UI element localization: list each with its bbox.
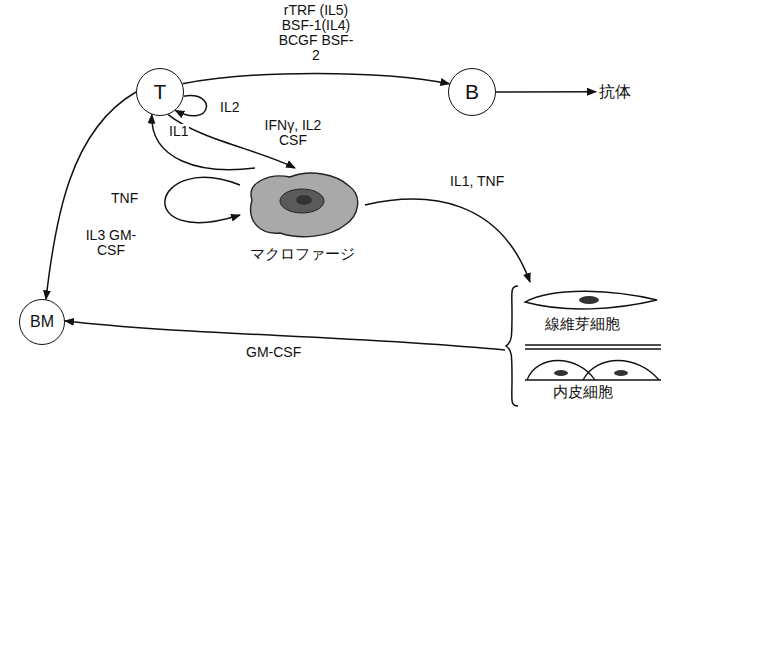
- connector-arrow: [183, 73, 450, 83]
- cytokine-label: IL2: [219, 100, 240, 115]
- fibroblast-nucleus: [579, 296, 599, 304]
- connector-arrow: [496, 91, 596, 93]
- macrophage-nucleolus: [296, 195, 312, 205]
- vessel-wall: [525, 348, 661, 349]
- connector-arrow: [365, 199, 530, 282]
- endothelial-cell: [583, 361, 659, 381]
- circle-label: T: [154, 80, 167, 103]
- endothelial-nucleus: [554, 370, 568, 376]
- circle-label: B: [465, 80, 479, 103]
- cytokine-label: TNF: [110, 191, 139, 206]
- brace: [506, 286, 518, 406]
- antibody-label: 抗体: [599, 83, 631, 101]
- cell-label: 内皮細胞: [553, 384, 613, 401]
- macrophage-body: [251, 173, 358, 237]
- macrophage-illustration: [240, 168, 365, 242]
- macrophage-cell: マクロファージ: [240, 168, 365, 265]
- cytokine-label: IL1: [168, 124, 189, 139]
- cytokine-label: IFNγ, IL2 CSF: [256, 118, 330, 148]
- circle-label: BM: [30, 313, 54, 331]
- endothelial-nucleus: [614, 370, 628, 376]
- cell-label: マクロファージ: [250, 246, 355, 263]
- b-cell-circle: B: [448, 68, 496, 116]
- cytokine-label: IL1, TNF: [449, 174, 505, 189]
- cytokine-label: IL3 GM-CSF: [75, 228, 147, 258]
- macrophage-label-row: マクロファージ: [240, 246, 365, 263]
- macrophage-nucleus: [280, 189, 324, 213]
- cytokine-label: GM-CSF: [245, 345, 302, 360]
- tissue-cell-group: 線維芽細胞内皮細胞: [505, 282, 667, 410]
- connector-arrow: [165, 177, 240, 222]
- antibody-text: 抗体: [596, 81, 634, 103]
- bone-marrow-circle: BM: [19, 299, 65, 345]
- cytokine-label: rTRF (IL5) BSF-1(IL4) BCGF BSF-2: [277, 3, 355, 63]
- cell-label: 線維芽細胞: [545, 316, 620, 333]
- connector-arrow: [152, 115, 255, 170]
- basement-line: [525, 379, 661, 380]
- vessel-wall: [525, 344, 661, 345]
- fibroblast-shape: [525, 291, 657, 309]
- t-cell-circle: T: [136, 68, 184, 116]
